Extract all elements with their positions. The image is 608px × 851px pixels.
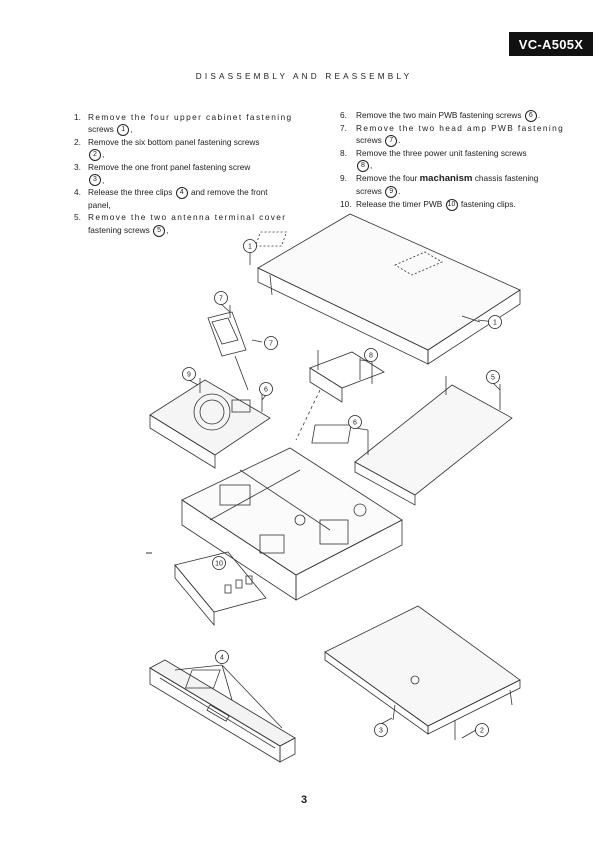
step-text: chassis fastening <box>474 173 539 184</box>
callout-circle <box>259 382 273 396</box>
callout-circle <box>486 370 500 384</box>
head-amp-bracket <box>207 305 263 391</box>
callout-label: 1 <box>248 244 252 251</box>
step-text: fastening screws <box>88 224 150 235</box>
page-heading: DISASSEMBLY AND REASSEMBLY <box>195 72 413 81</box>
step-text: panel, <box>88 200 111 211</box>
step-text-bold: machanism <box>419 173 473 185</box>
step-punct: , <box>130 124 133 135</box>
step-text: Release the timer PWB <box>356 199 443 210</box>
callout-circle <box>348 415 362 429</box>
callout-circle <box>374 723 388 737</box>
callout-circle <box>243 239 257 253</box>
callout-circle <box>212 556 226 570</box>
callout-circle <box>182 367 196 381</box>
step-punct: , <box>102 149 105 160</box>
step-9: 9. Remove the four machanism chassis fas… <box>340 172 576 199</box>
step-text: screws <box>356 135 382 146</box>
step-text: screws <box>88 124 114 135</box>
step-number: 9. <box>340 173 347 184</box>
step-punct: . <box>537 110 541 120</box>
ref-number: 1 <box>117 124 130 137</box>
callout-circle <box>214 291 228 305</box>
ref-number: 3 <box>89 174 101 187</box>
ref-number: 4 <box>175 187 188 200</box>
callout-circle <box>264 336 278 350</box>
ref-number: 8 <box>357 160 369 173</box>
callout-label: 8 <box>369 353 373 360</box>
step-3: 3. Remove the one front panel fastening … <box>74 161 310 187</box>
step-text: Remove the one front panel fastening scr… <box>88 162 251 173</box>
step-text: Remove the four <box>356 173 418 184</box>
callout-circle <box>364 348 378 362</box>
step-number: 3. <box>74 162 81 173</box>
step-punct: , <box>166 224 169 235</box>
step-number: 7. <box>340 122 347 133</box>
callout-label: 10 <box>215 561 223 568</box>
callout-label: 7 <box>269 341 273 348</box>
callouts: 1 1 7 7 8 9 6 5 6 10 4 3 2 <box>182 239 502 737</box>
step-number: 5. <box>74 212 81 223</box>
step-punct: . <box>398 186 401 197</box>
step-text: Remove the two main PWB fastening screws <box>356 110 522 120</box>
step-text: Remove the two antenna terminal cover <box>88 212 287 223</box>
step-6: 6. Remove the two main PWB fastening scr… <box>340 109 576 122</box>
callout-circle <box>215 650 229 664</box>
ref-number: 2 <box>89 149 101 162</box>
steps-list-left: 1. Remove the four upper cabinet fasteni… <box>74 111 310 237</box>
step-text: Remove the three power unit fastening sc… <box>356 147 527 158</box>
step-punct: , <box>102 174 105 185</box>
ref-number: 10 <box>445 198 458 211</box>
step-text: and remove the front <box>191 187 268 198</box>
front-panel <box>149 659 296 763</box>
mechanism-chassis <box>149 378 271 469</box>
callout-label: 3 <box>379 728 383 735</box>
ref-number: 5 <box>153 224 166 237</box>
top-cabinet <box>254 213 521 365</box>
callout-circle <box>475 723 489 737</box>
step-4: 4. Release the three clips 4 and remove … <box>74 186 310 211</box>
callout-label: 7 <box>219 296 223 303</box>
callout-label: 2 <box>480 728 484 735</box>
callout-label: 6 <box>264 387 268 394</box>
callout-label: 4 <box>220 655 224 662</box>
step-text: screws <box>356 186 382 197</box>
step-text: Release the three clips <box>88 187 173 198</box>
step-number: 4. <box>74 187 81 198</box>
step-punct: . <box>398 135 401 146</box>
ref-number: 7 <box>385 134 398 147</box>
callout-label: 1 <box>493 320 497 327</box>
main-pwb <box>311 376 513 506</box>
timer-pwb <box>174 551 267 627</box>
step-punct: , <box>370 160 373 171</box>
step-number: 8. <box>340 147 347 158</box>
step-10: 10. Release the timer PWB 10 fastening c… <box>340 198 576 211</box>
model-badge: VC-A505X <box>509 32 593 56</box>
step-number: 6. <box>340 110 347 120</box>
step-number: 2. <box>74 137 81 148</box>
callout-label: 6 <box>353 420 357 427</box>
step-text: Remove the six bottom panel fastening sc… <box>88 137 260 148</box>
callout-label: 9 <box>187 372 191 379</box>
step-number: 10. <box>340 199 352 210</box>
steps-list-right: 6. Remove the two main PWB fastening scr… <box>340 109 576 211</box>
step-8: 8. Remove the three power unit fastening… <box>340 147 576 173</box>
step-7: 7. Remove the two head amp PWB fastening… <box>340 122 576 147</box>
step-1: 1. Remove the four upper cabinet fasteni… <box>74 111 310 137</box>
step-2: 2. Remove the six bottom panel fastening… <box>74 136 310 162</box>
step-text: Remove the two head amp PWB fastening <box>356 122 565 133</box>
step-text: fastening clips. <box>460 199 516 210</box>
step-5: 5. Remove the two antenna terminal cover… <box>74 211 310 237</box>
callout-circle <box>488 315 502 329</box>
power-unit <box>295 350 385 441</box>
callout-label: 5 <box>491 375 495 382</box>
ref-number: 6 <box>524 109 537 122</box>
bottom-panel <box>185 605 521 740</box>
page-number: 3 <box>300 794 308 806</box>
step-number: 1. <box>74 112 81 122</box>
ref-number: 9 <box>385 186 398 199</box>
step-text: Remove the four upper cabinet fastening <box>88 112 293 122</box>
main-chassis <box>181 447 403 601</box>
